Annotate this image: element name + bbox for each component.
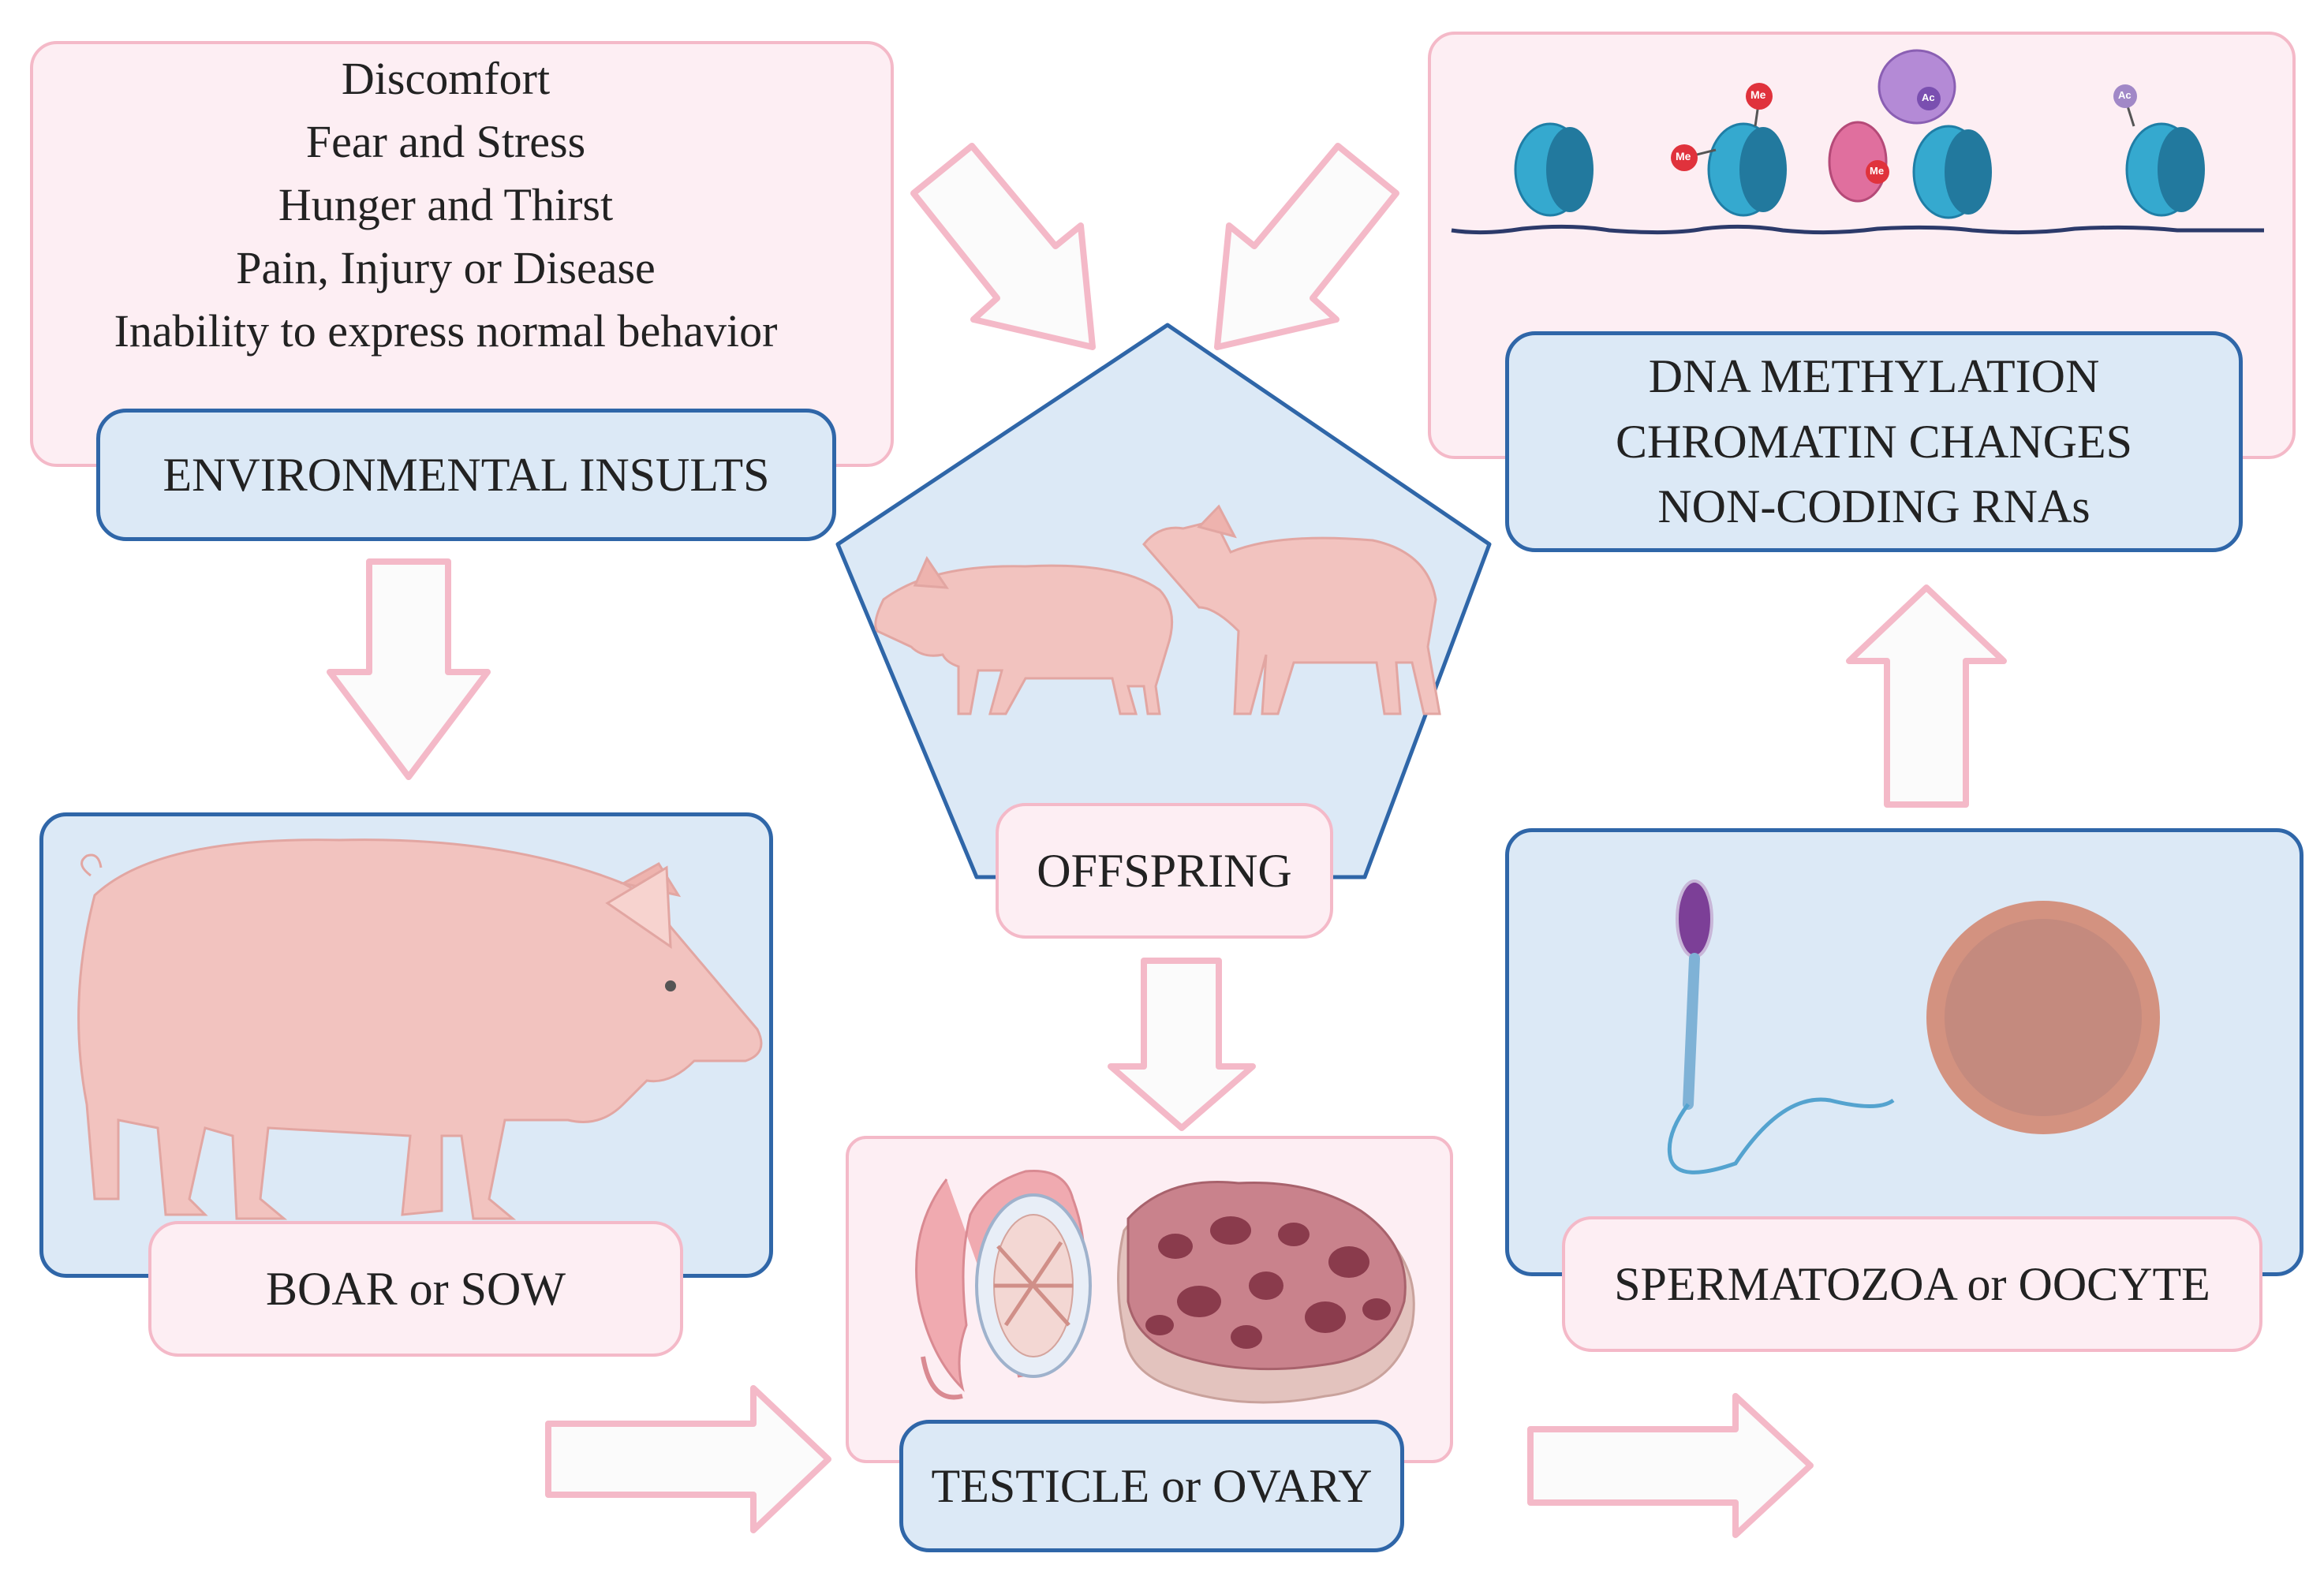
environment-panel — [30, 41, 894, 467]
piglet-illustration — [874, 504, 1441, 715]
testicle-illustration — [915, 1169, 1092, 1400]
environmental-insults-label: ENVIRONMENTAL INSULTS — [96, 409, 836, 541]
methyl-mark-icon — [1671, 144, 1698, 171]
mark-label: Ac — [1922, 91, 1935, 103]
mark-label: Me — [1870, 165, 1885, 177]
ovary-illustration — [1117, 1180, 1415, 1404]
insult-item: Fear and Stress — [305, 116, 586, 168]
chromatin-illustration — [1451, 49, 2264, 235]
mechanism-item: DNA METHYLATION — [1648, 349, 2100, 402]
methyl-mark-icon — [1746, 83, 1773, 110]
mechanism-item: NON-CODING RNAs — [1657, 480, 2090, 533]
gonad-label: TESTICLE or OVARY — [899, 1420, 1404, 1552]
insult-item: Discomfort — [341, 53, 551, 104]
methyl-mark-icon — [1866, 160, 1889, 184]
arrow-diagonal-icon — [910, 143, 1096, 350]
environmental-insults-text: ENVIRONMENTAL INSULTS — [163, 448, 770, 501]
mark-label: Ac — [2118, 89, 2132, 101]
gonad-text: TESTICLE or OVARY — [931, 1459, 1373, 1512]
sow-illustration — [77, 838, 763, 1220]
gamete-panel — [1505, 828, 2303, 1276]
epigenetic-mechanisms-label: DNA METHYLATION CHROMATIN CHANGES NON-CO… — [1505, 331, 2243, 552]
gamete-text: SPERMATOZOA or OOCYTE — [1614, 1257, 2210, 1310]
spermatozoon-icon — [1667, 879, 1895, 1174]
insult-item: Pain, Injury or Disease — [236, 242, 656, 294]
arrow-right-icon — [1527, 1393, 1814, 1538]
acetyl-mark-icon — [1917, 87, 1941, 110]
parent-text: BOAR or SOW — [265, 1262, 566, 1315]
arrow-down-icon — [327, 558, 491, 780]
arrow-up-icon — [1846, 584, 2007, 808]
offspring-text: OFFSPRING — [1037, 844, 1292, 897]
mark-label: Me — [1750, 88, 1766, 101]
insult-item: Hunger and Thirst — [278, 179, 614, 231]
arrow-diagonal-icon — [1214, 143, 1399, 350]
writer-protein-icon — [1878, 49, 1956, 125]
parent-label: BOAR or SOW — [148, 1221, 683, 1357]
acetyl-mark-icon — [2113, 84, 2137, 108]
offspring-label: OFFSPRING — [996, 803, 1333, 939]
oocyte-icon — [1926, 901, 2160, 1134]
mark-label: Me — [1676, 150, 1691, 162]
arrow-right-icon — [545, 1385, 831, 1533]
arrow-down-icon — [1108, 958, 1256, 1131]
insults-list: Discomfort Fear and Stress Hunger and Th… — [32, 47, 860, 363]
mechanism-item: CHROMATIN CHANGES — [1615, 415, 2133, 468]
insult-item: Inability to express normal behavior — [114, 305, 778, 357]
sow-eye — [665, 980, 676, 991]
gamete-label: SPERMATOZOA or OOCYTE — [1562, 1216, 2262, 1352]
